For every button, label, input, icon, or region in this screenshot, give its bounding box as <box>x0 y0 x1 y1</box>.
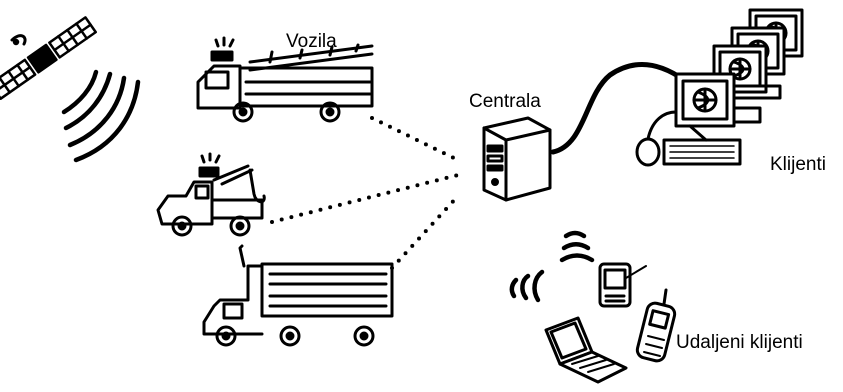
remote-clients-label: Udaljeni klijenti <box>676 332 803 353</box>
computer-stack-icon <box>635 8 804 167</box>
satellite-icon <box>0 16 97 100</box>
pda-icon <box>598 262 647 308</box>
connection-fire-truck-to-central <box>370 116 460 162</box>
mouse-icon <box>635 110 678 167</box>
tow-truck-icon <box>156 152 266 237</box>
monitor-icon <box>674 72 736 128</box>
wireless-signal-icon <box>509 269 545 303</box>
wireless-signal-icon <box>559 230 595 263</box>
central-label: Centrala <box>469 91 541 112</box>
clients-label: Klijenti <box>770 154 826 175</box>
mobile-phone-icon <box>635 288 677 363</box>
server-tower-icon <box>482 116 552 202</box>
semi-truck-icon <box>202 244 394 347</box>
vehicles-label: Vozila <box>286 31 337 52</box>
laptop-icon <box>544 316 628 384</box>
fire-truck-icon <box>196 36 374 123</box>
connection-semi-truck-to-central <box>390 194 460 270</box>
satellite-signal-icon <box>61 69 141 163</box>
monitor-icon <box>712 44 768 94</box>
connection-tow-truck-to-central <box>270 173 460 224</box>
connection-central-to-clients <box>550 62 687 155</box>
